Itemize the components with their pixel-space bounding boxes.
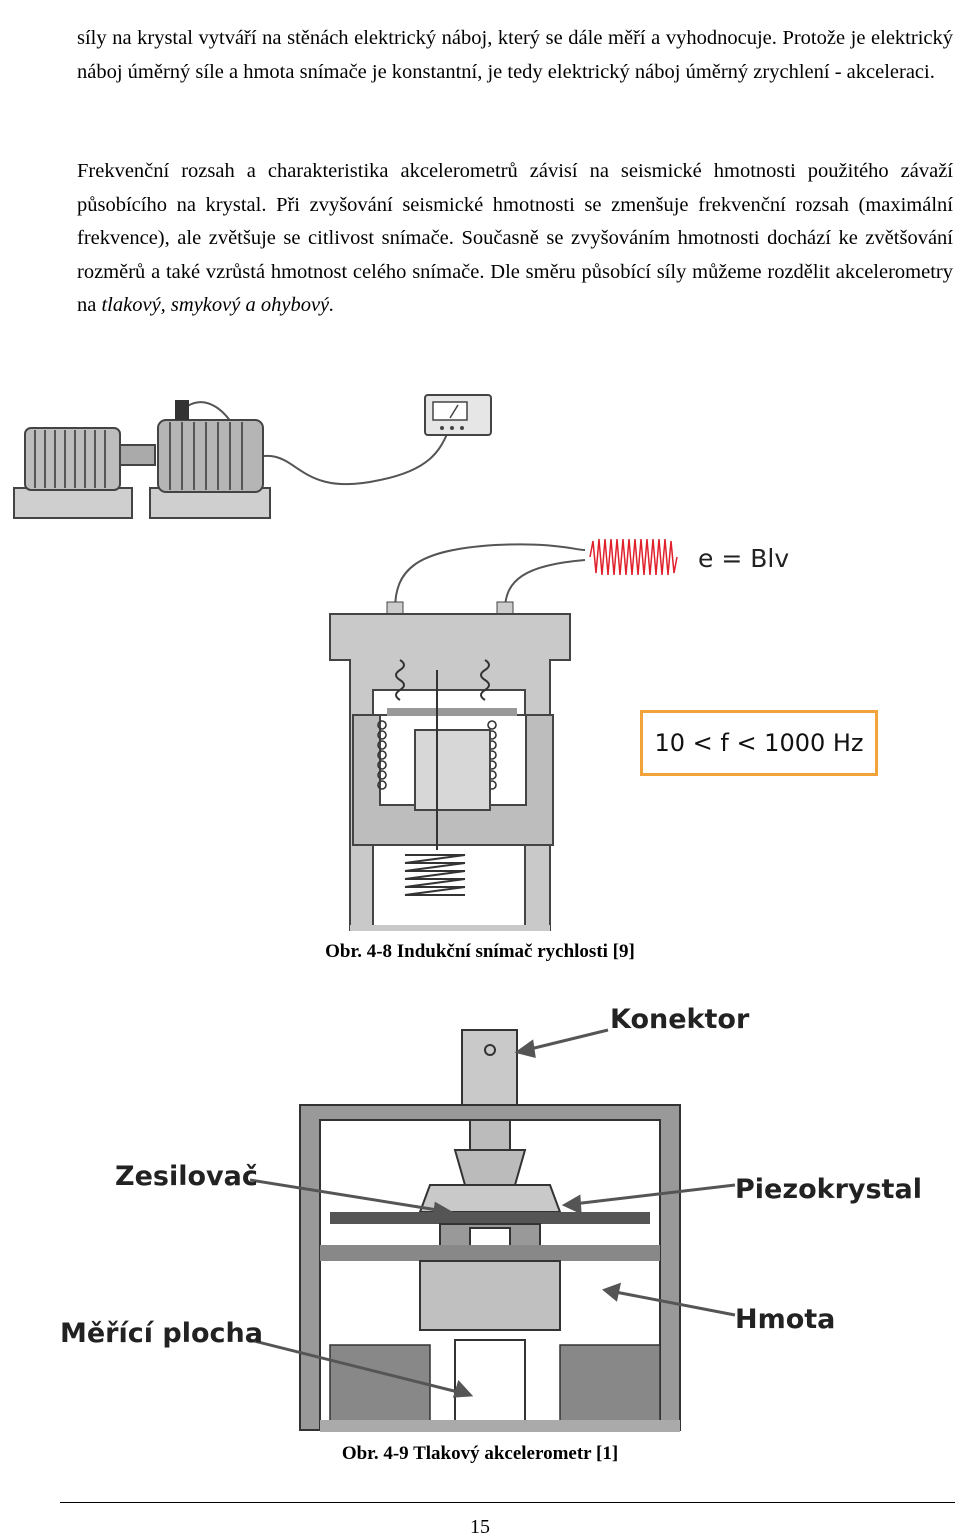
konektor-label: Konektor	[610, 1004, 750, 1035]
zesilovac-label: Zesilovač	[115, 1161, 258, 1192]
merici-plocha-label: Měřící plocha	[60, 1318, 263, 1349]
paragraph-2-italic: tlakový, smykový a ohybový.	[101, 294, 335, 316]
paragraph-1: síly na krystal vytváří na stěnách elekt…	[77, 27, 953, 83]
frequency-range-box: 10 < f < 1000 Hz	[640, 710, 878, 776]
signal-wave	[589, 538, 678, 576]
page-number: 15	[470, 1516, 490, 1538]
frequency-range-label: 10 < f < 1000 Hz	[654, 729, 864, 757]
paragraph-2-text: Frekvenční rozsah a charakteristika akce…	[77, 160, 953, 316]
footer-rule	[60, 1502, 955, 1503]
figure-4-9-caption: Obr. 4-9 Tlakový akcelerometr [1]	[341, 1443, 619, 1464]
hmota-label: Hmota	[735, 1304, 835, 1335]
piezo-accelerometer-diagram: Konektor Zesilovač Piezokrystal Hmota Mě…	[60, 1004, 922, 1432]
paragraph-2: Frekvenční rozsah a charakteristika akce…	[77, 155, 953, 323]
formula-label: e = Blv	[698, 544, 790, 573]
motor-illustration	[13, 394, 492, 519]
induction-sensor-diagram	[329, 543, 586, 931]
figure-4-8-caption: Obr. 4-8 Indukční snímač rychlosti [9]	[325, 941, 635, 962]
piezokrystal-label: Piezokrystal	[735, 1174, 922, 1205]
